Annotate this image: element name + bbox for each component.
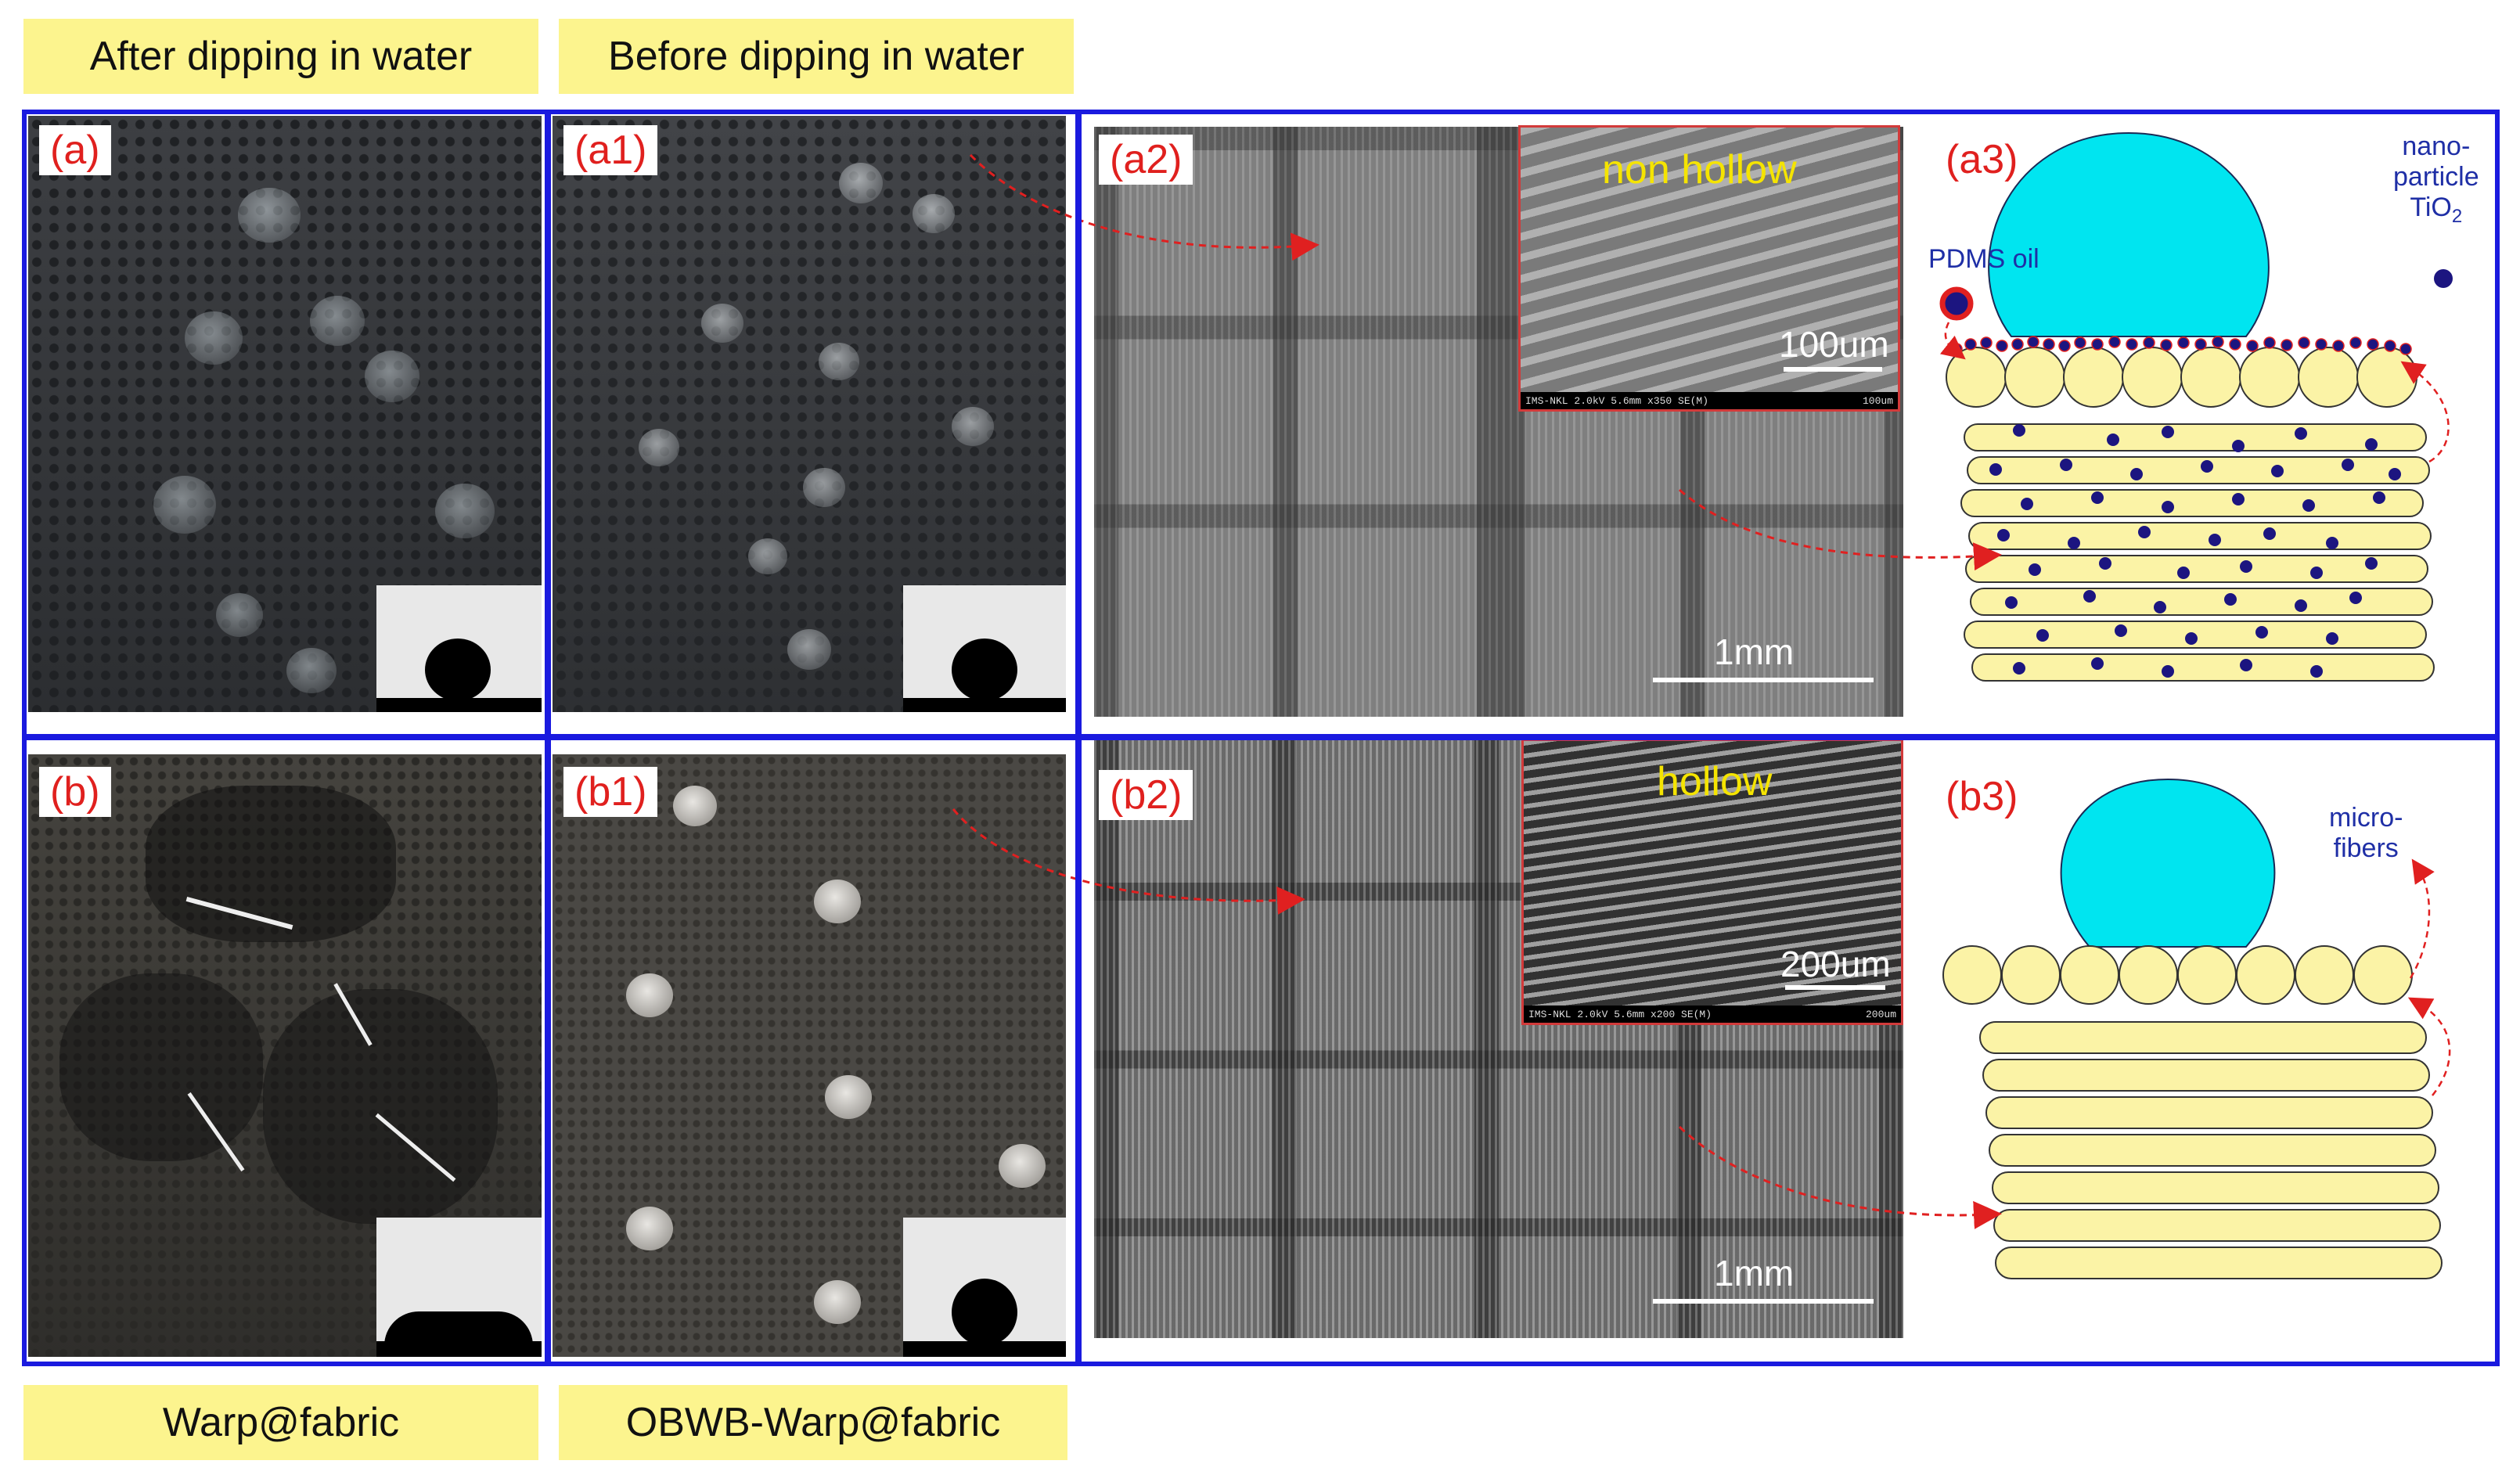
water-droplet (626, 973, 673, 1017)
sem-info-strip-a2: IMS-NKL 2.0kV 5.6mm x350 SE(M)100um (1521, 392, 1898, 409)
nanoparticle-tio2-label: nano- particle TiO2 (2393, 131, 2479, 227)
contact-angle-inset-a (376, 585, 542, 712)
scale-bar-b2 (1653, 1299, 1874, 1304)
wet-spread-area (263, 989, 498, 1224)
water-droplet (153, 476, 216, 534)
inset-scale-bar-b2 (1785, 985, 1885, 990)
wet-spread-area (59, 973, 263, 1161)
water-droplet (626, 1207, 673, 1250)
pdms-oil-label: PDMS oil (1928, 244, 2039, 274)
tio2-particle (2434, 269, 2453, 288)
photo-b-after-dipping (28, 754, 542, 1357)
water-droplet (839, 163, 883, 203)
water-droplet (310, 296, 365, 346)
water-droplet (286, 648, 337, 693)
flow-arrow (2407, 997, 2451, 1096)
connector-arrow-b2-to-b3 (1678, 1125, 2002, 1229)
panel-label-a3: (a3) (1935, 135, 2029, 185)
scale-bar-a2 (1653, 678, 1874, 682)
water-droplet (814, 1280, 861, 1324)
water-droplet-shape (2060, 778, 2276, 948)
flow-arrow (1939, 322, 1966, 360)
panel-label-b: (b) (39, 767, 111, 817)
water-droplet (825, 1075, 872, 1119)
water-droplet (748, 538, 787, 574)
water-droplet (435, 484, 495, 538)
contact-angle-inset-b1 (903, 1218, 1066, 1357)
inset-scale-label-b2: 200um (1780, 944, 1891, 984)
inset-scale-label-a2: 100um (1779, 324, 1889, 365)
water-droplet (185, 311, 243, 365)
frame-panel-a (22, 110, 549, 739)
photo-b1-before-dipping (553, 754, 1066, 1357)
water-droplet (238, 188, 301, 243)
footer-obwb-warp-fabric: OBWB-Warp@fabric (559, 1385, 1067, 1460)
wet-spread-area (146, 786, 396, 942)
panel-label-a1: (a1) (563, 125, 658, 175)
sem-inset-b2-hollow: hollow 200um IMS-NKL 2.0kV 5.6mm x200 SE… (1521, 739, 1903, 1025)
pdms-oil-particle (1939, 286, 1974, 321)
contact-angle-inset-a1 (903, 585, 1066, 712)
top-fiber-row (1946, 347, 2417, 408)
frame-panel-b2-b3 (1077, 736, 2500, 1366)
lower-fiber-bundle (1979, 1021, 2443, 1279)
water-droplet-shape (1988, 131, 2270, 337)
microfibers-label: micro- fibers (2329, 803, 2403, 864)
water-droplet (216, 593, 263, 637)
inset-scale-bar-a2 (1784, 367, 1882, 372)
inset-title-non-hollow: non hollow (1602, 147, 1797, 192)
sem-inset-a2-non-hollow: non hollow 100um IMS-NKL 2.0kV 5.6mm x35… (1518, 125, 1900, 412)
flow-arrow (2400, 361, 2450, 463)
header-after-dipping: After dipping in water (23, 19, 538, 94)
water-droplet (803, 468, 845, 507)
footer-warp-fabric: Warp@fabric (23, 1385, 538, 1460)
water-droplet (913, 194, 955, 233)
panel-label-a2: (a2) (1099, 135, 1193, 185)
water-droplet (814, 880, 861, 923)
panel-label-b2: (b2) (1099, 770, 1193, 820)
panel-label-a: (a) (39, 125, 111, 175)
water-droplet (999, 1144, 1046, 1188)
photo-a1-before-dipping (553, 116, 1066, 712)
scale-label-a2: 1mm (1714, 631, 1795, 672)
scale-label-b2: 1mm (1714, 1253, 1795, 1293)
frame-panel-a1 (546, 110, 1080, 739)
sem-info-strip-b2: IMS-NKL 2.0kV 5.6mm x200 SE(M)200um (1524, 1006, 1901, 1023)
frame-panel-b (22, 736, 549, 1366)
water-droplet (639, 429, 679, 466)
connector-arrow-a1-to-a2 (969, 153, 1319, 261)
water-droplet (952, 407, 994, 446)
water-droplet (819, 343, 859, 380)
water-droplet (365, 351, 419, 402)
schematic-b3 (1942, 778, 2451, 1279)
water-droplet (701, 304, 743, 343)
schematic-a3 (1939, 131, 2453, 682)
photo-a-after-dipping (28, 116, 542, 712)
inset-title-hollow: hollow (1657, 759, 1773, 804)
panel-label-b3: (b3) (1935, 772, 2029, 822)
embedded-nanoparticles (1989, 424, 2401, 678)
nanoparticle-layer (1950, 336, 2412, 355)
water-droplet (787, 629, 831, 670)
top-fiber-row (1942, 945, 2413, 1005)
contact-angle-inset-b (376, 1218, 542, 1357)
water-droplet (673, 786, 717, 826)
panel-label-b1: (b1) (563, 767, 658, 817)
header-before-dipping: Before dipping in water (559, 19, 1074, 94)
frame-panel-b1 (546, 736, 1080, 1366)
flow-arrow (2409, 858, 2435, 979)
frame-panel-a2-a3 (1077, 110, 2500, 739)
